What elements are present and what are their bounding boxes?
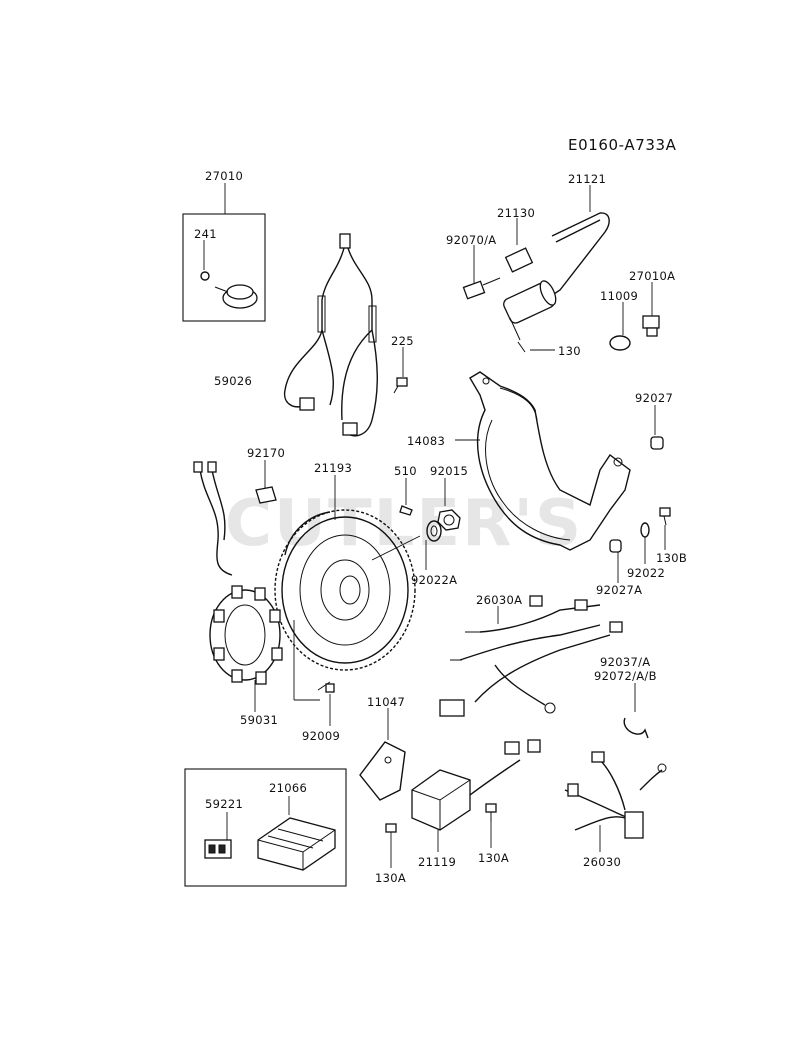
switch-27010A	[642, 315, 660, 337]
diagram-code: E0160-A733A	[568, 136, 677, 154]
label-11009: 11009	[600, 289, 638, 303]
label-92027A: 92027A	[596, 583, 642, 597]
spark-plug-cap-21130	[504, 247, 534, 273]
label-21121: 21121	[568, 172, 606, 186]
label-11047: 11047	[367, 695, 405, 709]
switch-27010-group	[182, 183, 266, 322]
plate-11047	[359, 708, 406, 801]
washer-92022A	[425, 520, 442, 570]
label-26030A: 26030A	[476, 593, 522, 607]
label-92170: 92170	[247, 446, 285, 460]
bolt-130A-right	[485, 803, 497, 848]
clamp-92170	[255, 460, 277, 504]
label-92070A: 92070/A	[446, 233, 496, 247]
bolt-130B	[659, 507, 671, 550]
bolt-225	[393, 347, 408, 394]
connector-59221	[204, 839, 232, 859]
shroud-14083	[455, 371, 631, 551]
kit-box	[184, 768, 347, 887]
screw-241	[200, 271, 210, 281]
kit-box-frame	[184, 768, 347, 887]
harness-26030A	[439, 595, 623, 717]
label-92027: 92027	[635, 391, 673, 405]
bolt-130A-left	[385, 823, 397, 868]
watermark-text: CUTLER'S	[225, 487, 583, 561]
key-510	[399, 478, 413, 516]
label-21119: 21119	[418, 855, 456, 869]
spacer-92027A	[609, 539, 622, 583]
label-241: 241	[194, 227, 217, 241]
ignition-coil	[503, 280, 557, 341]
label-26030: 26030	[583, 855, 621, 869]
stator-59031	[193, 461, 283, 712]
washer-92022	[640, 522, 650, 564]
wire-harness-59026	[283, 233, 378, 437]
label-92022: 92022	[627, 566, 665, 580]
label-92015: 92015	[430, 464, 468, 478]
label-92022A: 92022A	[411, 573, 457, 587]
label-92072AB: 92072/A/B	[594, 669, 657, 683]
label-27010A: 27010A	[629, 269, 675, 283]
clamp-92037	[623, 683, 649, 739]
label-14083: 14083	[407, 434, 445, 448]
spacer-92027	[650, 405, 664, 450]
flywheel-21193	[274, 475, 416, 671]
label-21193: 21193	[314, 461, 352, 475]
label-59221: 59221	[205, 797, 243, 811]
harness-26030	[564, 751, 667, 852]
label-21066: 21066	[269, 781, 307, 795]
label-59026: 59026	[214, 374, 252, 388]
switch-27010-box	[182, 213, 266, 322]
label-130: 130	[558, 344, 581, 358]
label-130A-left: 130A	[375, 871, 406, 885]
regulator-21066	[257, 817, 336, 871]
spark-plug-92070	[462, 277, 501, 300]
label-59031: 59031	[240, 713, 278, 727]
label-27010: 27010	[205, 169, 243, 183]
label-130B: 130B	[656, 551, 687, 565]
label-510: 510	[394, 464, 417, 478]
regulator-21119	[411, 739, 541, 852]
washer-11009	[609, 335, 631, 351]
oil-switch-27010	[214, 284, 258, 309]
label-225: 225	[391, 334, 414, 348]
label-92009: 92009	[302, 729, 340, 743]
ignition-group	[462, 185, 660, 353]
label-92037A: 92037/A	[600, 655, 650, 669]
label-21130: 21130	[497, 206, 535, 220]
bolt-92009	[293, 620, 335, 726]
label-130A-right: 130A	[478, 851, 509, 865]
